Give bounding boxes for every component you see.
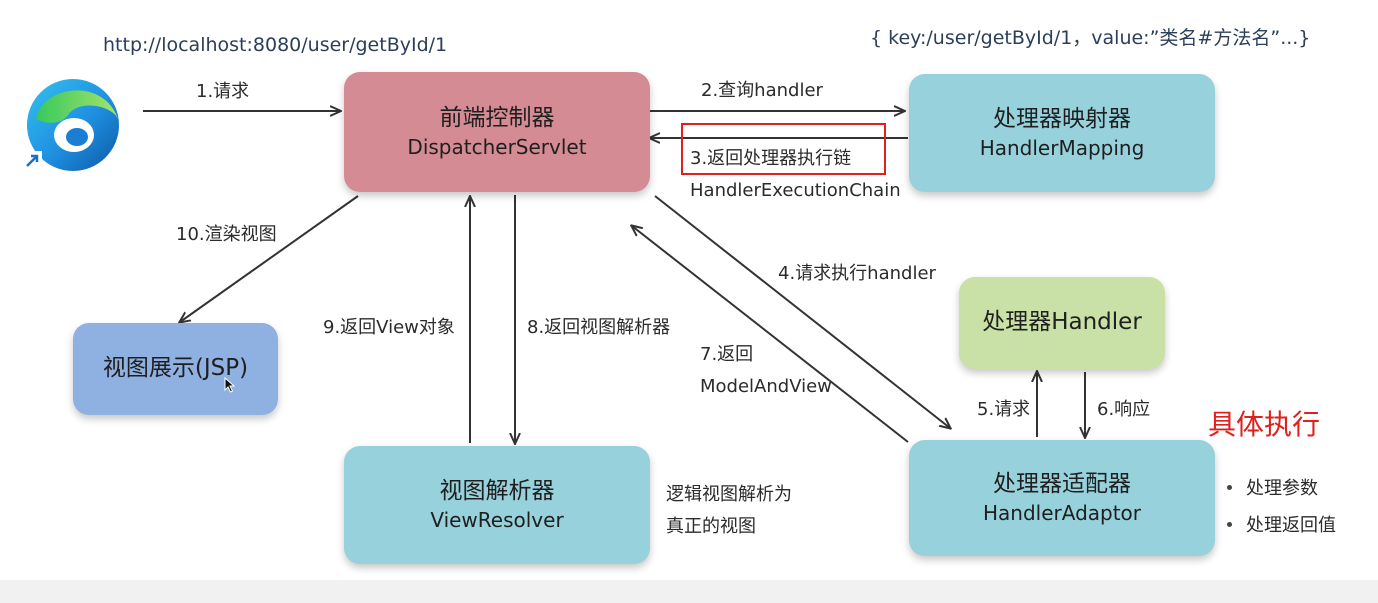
bullet-dot: [1227, 521, 1232, 527]
edge-browser-icon[interactable]: [22, 75, 124, 175]
execute-item-1: 处理参数: [1227, 480, 1318, 498]
handler-adaptor-box: 处理器适配器 HandlerAdaptor: [909, 440, 1215, 556]
view-display-title: 视图展示(JSP): [102, 355, 249, 382]
step-10-label: 10.渲染视图: [176, 224, 277, 245]
step-3-label: 3.返回处理器执行链: [690, 148, 852, 169]
dispatcher-servlet-box: 前端控制器 DispatcherServlet: [344, 72, 650, 192]
step-3-sublabel: HandlerExecutionChain: [690, 180, 901, 201]
handler-mapping-box: 处理器映射器 HandlerMapping: [909, 74, 1215, 192]
step-8-label: 8.返回视图解析器: [527, 317, 671, 338]
handler-title: 处理器Handler: [982, 309, 1142, 336]
highlight-step-3: [681, 123, 886, 175]
step-7-label: 7.返回: [700, 344, 754, 365]
step-9-label: 9.返回View对象: [323, 317, 455, 338]
request-url: http://localhost:8080/user/getById/1: [103, 34, 448, 56]
arrow-step-10: [180, 195, 359, 322]
mapping-note: { key:/user/getById/1，value:”类名#方法名”...}: [870, 27, 1311, 49]
arrow-step-7: [632, 226, 909, 443]
handler-adaptor-title: 处理器适配器: [993, 470, 1131, 497]
step-6-label: 6.响应: [1097, 399, 1151, 420]
handler-mapping-title: 处理器映射器: [993, 105, 1131, 132]
resolver-note-line1: 逻辑视图解析为: [666, 484, 792, 505]
bullet-dot: [1227, 484, 1232, 490]
dispatcher-title: 前端控制器: [439, 104, 555, 131]
handler-mapping-subtitle: HandlerMapping: [979, 136, 1145, 161]
execute-item-2: 处理返回值: [1227, 517, 1336, 535]
step-1-label: 1.请求: [196, 81, 250, 102]
handler-box: 处理器Handler: [959, 277, 1165, 369]
step-2-label: 2.查询handler: [701, 80, 823, 101]
step-7-sublabel: ModelAndView: [700, 376, 832, 397]
view-resolver-box: 视图解析器 ViewResolver: [344, 446, 650, 564]
step-5-label: 5.请求: [977, 399, 1031, 420]
resolver-note-line2: 真正的视图: [666, 516, 756, 537]
step-4-label: 4.请求执行handler: [778, 263, 936, 284]
view-resolver-title: 视图解析器: [439, 477, 555, 504]
view-resolver-subtitle: ViewResolver: [430, 508, 564, 533]
view-display-box: 视图展示(JSP): [73, 323, 278, 415]
arrow-step-4: [654, 195, 950, 428]
handler-adaptor-subtitle: HandlerAdaptor: [982, 501, 1142, 526]
execute-item-1-text: 处理参数: [1246, 478, 1318, 499]
bottom-band: [0, 580, 1378, 603]
dispatcher-subtitle: DispatcherServlet: [407, 135, 587, 160]
execute-title: 具体执行: [1208, 408, 1321, 441]
execute-item-2-text: 处理返回值: [1246, 515, 1336, 536]
mouse-cursor-icon: [224, 377, 236, 393]
